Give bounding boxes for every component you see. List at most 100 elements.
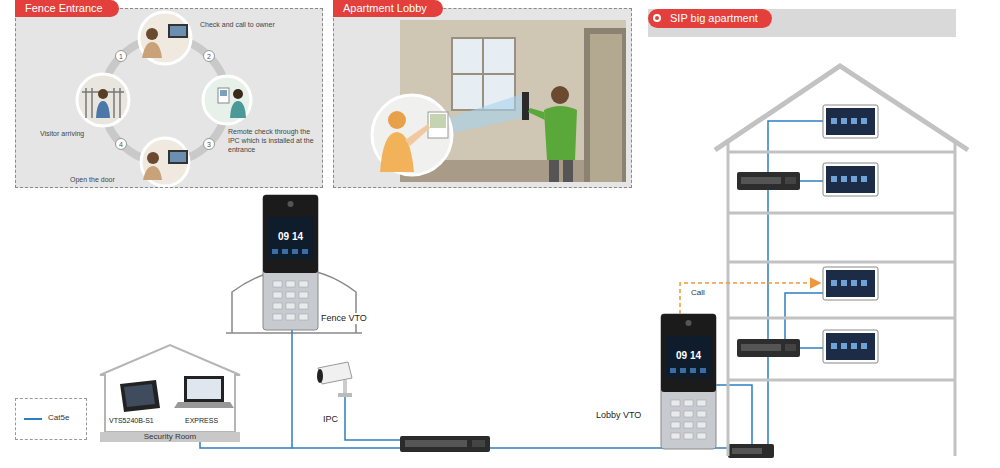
illustration-shape	[544, 106, 577, 160]
illustration-shape	[728, 140, 955, 456]
step-text: Remote check through the IPC which is in…	[228, 127, 320, 154]
illustration-shape	[680, 283, 820, 314]
illustration-shape	[77, 74, 129, 126]
illustration-shape	[343, 380, 347, 394]
illustration-shape	[184, 376, 224, 402]
legend-text: Cat5e	[48, 413, 69, 423]
illustration-shape	[954, 140, 957, 456]
device-label: VTS5240B-S1	[108, 417, 155, 425]
illustration-shape	[82, 88, 124, 118]
section-band: SIP big apartment	[648, 9, 956, 37]
illustration-shape	[727, 140, 730, 456]
section-tab: Fence Entrance	[15, 0, 119, 17]
illustration-shape	[100, 345, 240, 432]
illustration-shape	[584, 28, 626, 182]
illustration-shape	[338, 393, 352, 397]
illustration-shape	[142, 42, 162, 58]
callout-number: 2	[203, 50, 215, 62]
section-tab: SIP big apartment	[648, 9, 772, 28]
step-text: Check and call to owner	[200, 21, 275, 29]
illustration-shape	[263, 195, 318, 330]
illustration-shape	[528, 108, 545, 120]
illustration-shape	[452, 38, 515, 110]
illustration-shape	[590, 34, 622, 182]
illustration-shape	[124, 384, 155, 407]
room-label: Security Room	[100, 432, 240, 442]
illustration-shape	[388, 111, 406, 129]
illustration-shape	[345, 396, 400, 440]
illustration-shape	[800, 347, 823, 349]
illustration-shape	[823, 105, 878, 138]
illustration-shape	[292, 330, 400, 448]
illustration-shape	[715, 66, 968, 150]
callout-number: 1	[115, 50, 127, 62]
illustration-shape	[200, 121, 823, 448]
callout-number: 4	[115, 138, 127, 150]
illustration-shape	[448, 94, 522, 134]
illustration-shape	[732, 448, 762, 454]
illustration-shape	[220, 90, 227, 96]
illustration-shape	[661, 314, 716, 449]
illustration-shape	[170, 26, 186, 36]
legend-line-sample	[24, 418, 42, 420]
illustration-shape	[233, 89, 243, 99]
illustration-shape	[146, 28, 158, 40]
illustration-shape	[551, 86, 569, 104]
illustration-shape	[767, 356, 769, 444]
illustration-shape	[230, 101, 246, 118]
section-tab: Apartment Lobby	[333, 0, 443, 17]
door-station: 09 14Fence VTO	[263, 195, 318, 330]
illustration-shape	[100, 432, 240, 442]
illustration-shape	[728, 151, 955, 154]
screen-time: 09 14	[661, 350, 716, 362]
illustration-shape	[728, 379, 955, 382]
illustration-shape	[147, 152, 159, 164]
legend-box: Cat5e	[15, 398, 87, 440]
illustration-shape	[400, 436, 490, 452]
illustration-shape	[15, 8, 323, 188]
illustration-shape	[120, 380, 160, 412]
illustration-shape	[139, 12, 191, 64]
illustration-shape	[168, 150, 188, 164]
illustration-shape	[317, 369, 323, 383]
illustration-shape	[200, 442, 292, 448]
security-room: Security Room VTS5240B-S1 EXPRESS	[100, 345, 240, 442]
illustration-shape	[405, 124, 430, 146]
illustration-shape	[170, 152, 186, 162]
illustration-shape	[430, 114, 446, 128]
illustration-shape	[737, 172, 800, 190]
ip-camera: IPC	[310, 360, 354, 398]
illustration-shape	[405, 440, 467, 447]
illustration-shape	[218, 88, 229, 103]
illustration-shape	[96, 101, 110, 118]
laptop: EXPRESS	[180, 376, 228, 408]
device-label: EXPRESS	[184, 417, 219, 425]
illustration-shape	[728, 212, 955, 215]
illustration-shape	[823, 267, 878, 300]
illustration-shape	[768, 121, 823, 172]
illustration-shape	[522, 92, 529, 120]
illustration-shape	[728, 444, 774, 458]
illustration-shape	[823, 163, 878, 196]
step-text: Visitor arriving	[40, 130, 84, 138]
illustration-shape	[563, 160, 573, 182]
scene-panel: Apartment Lobby	[333, 8, 632, 188]
screen-time: 09 14	[263, 231, 318, 243]
illustration-shape	[428, 112, 448, 138]
device-label: Fence VTO	[320, 313, 368, 324]
callout-number: 3	[203, 138, 215, 150]
device-label: Lobby VTO	[595, 410, 642, 421]
illustration-shape	[333, 8, 632, 188]
illustration-shape	[737, 339, 800, 357]
door-station: 09 14Lobby VTO	[661, 314, 716, 449]
step-text: Open the door	[70, 176, 115, 184]
illustration-shape	[372, 95, 452, 175]
illustration-shape	[226, 332, 362, 334]
illustration-shape	[143, 166, 162, 180]
illustration-shape	[728, 261, 955, 264]
illustration-shape	[452, 73, 515, 75]
illustration-shape	[168, 24, 188, 38]
illustration-shape	[203, 76, 251, 124]
